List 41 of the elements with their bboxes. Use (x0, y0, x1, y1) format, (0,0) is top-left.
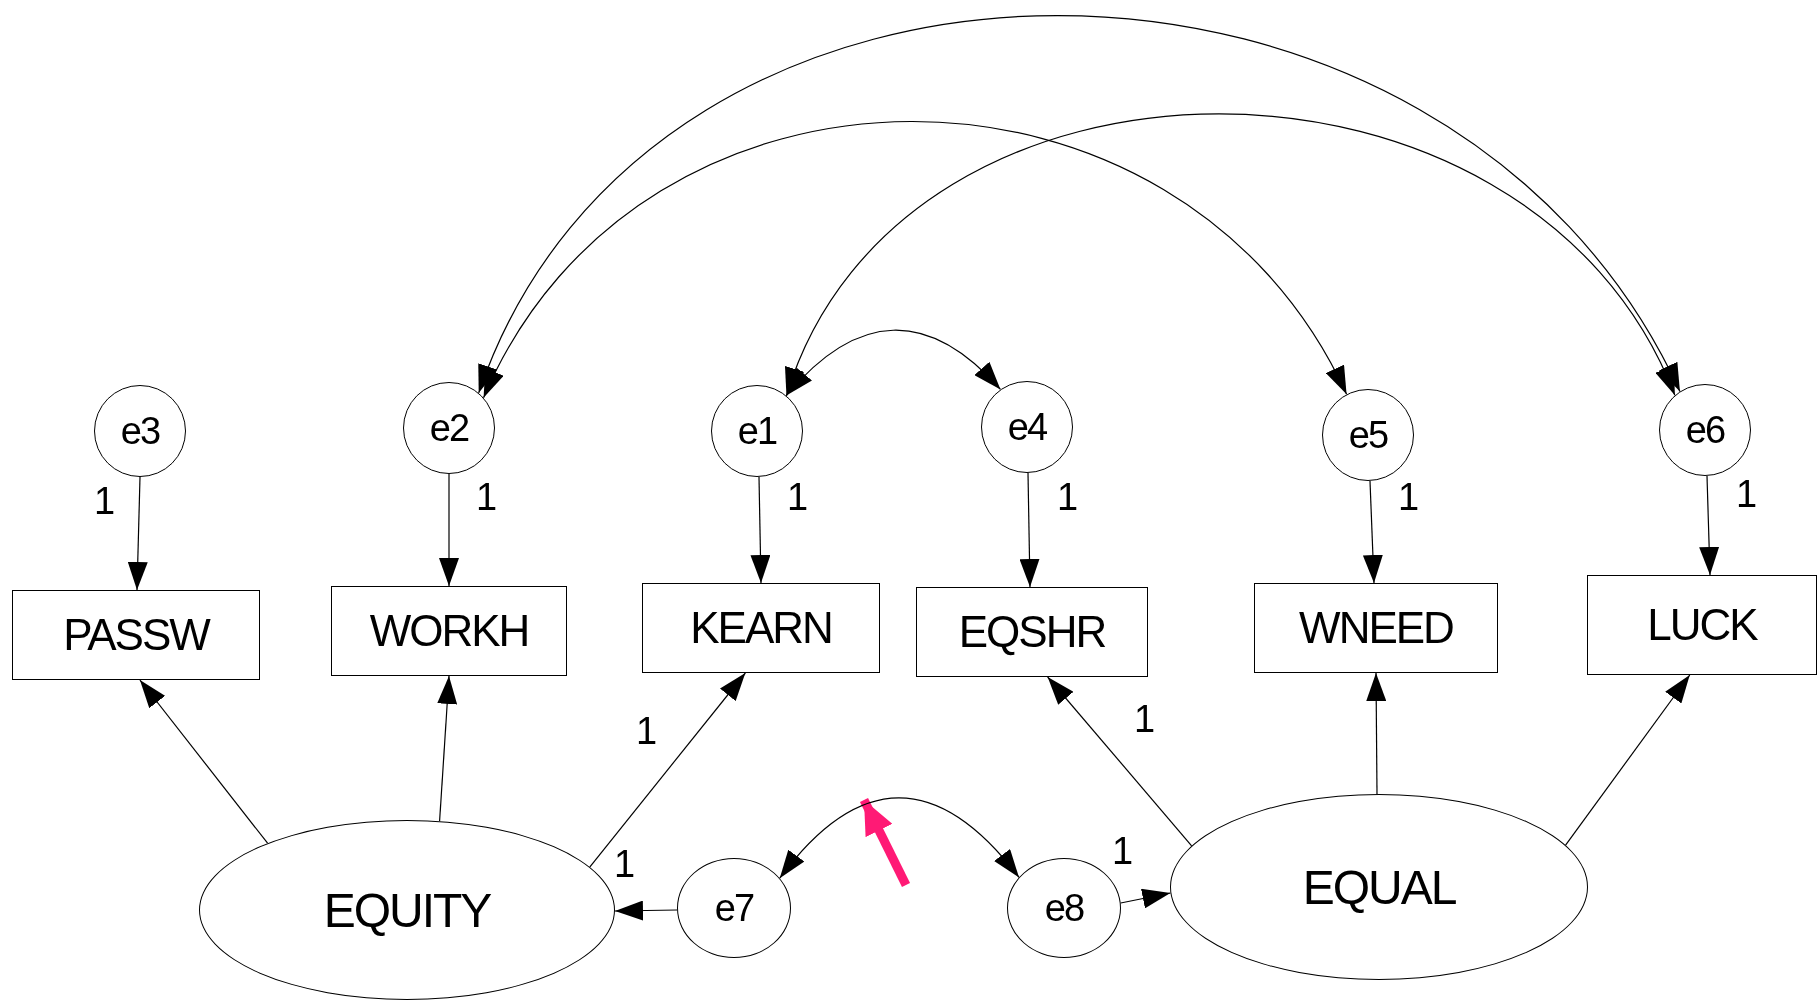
path-arrow (139, 679, 269, 844)
variable-name: EQUITY (323, 882, 491, 938)
covariance-arrow (779, 797, 1020, 879)
path-arrow (1366, 672, 1387, 795)
variable-name: EQUAL (1302, 859, 1456, 915)
variable-name: e7 (714, 886, 754, 930)
variable-name: EQSHR (958, 607, 1106, 657)
variable-name: e3 (120, 409, 160, 453)
path-arrow (1019, 472, 1040, 588)
path-arrow (1362, 480, 1383, 584)
observed-variable-box (1254, 583, 1498, 673)
observed-variable-box (1587, 575, 1817, 675)
path-arrow (439, 473, 459, 587)
variable-name: WNEED (1299, 603, 1453, 653)
path-arrow (589, 672, 746, 868)
variable-name: KEARN (690, 603, 832, 653)
covariance-arrow (478, 14, 1681, 394)
variable-name: e1 (737, 409, 777, 453)
variable-name: e6 (1685, 408, 1725, 452)
observed-variable-box (331, 586, 567, 676)
variable-name: e2 (429, 406, 469, 450)
variable-name: LUCK (1647, 600, 1757, 650)
variable-name: WORKH (369, 606, 529, 656)
covariance-arrow (785, 329, 1002, 397)
variable-name: e5 (1348, 413, 1388, 457)
covariance-arrow (785, 113, 1676, 397)
path-arrow (437, 675, 458, 822)
path-arrow (127, 476, 148, 591)
covariance-arrow (482, 120, 1348, 399)
path-arrow (1565, 674, 1691, 846)
variable-name: PASSW (63, 610, 209, 660)
observed-variable-box (12, 590, 260, 680)
path-arrow (1699, 475, 1720, 576)
path-arrow (1047, 676, 1193, 847)
path-arrow (1120, 888, 1172, 909)
variable-name: e8 (1044, 886, 1084, 930)
observed-variable-box (916, 587, 1148, 677)
path-arrow (750, 476, 771, 584)
path-arrow (614, 900, 678, 921)
observed-variable-box (642, 583, 880, 673)
variable-name: e4 (1007, 405, 1047, 449)
